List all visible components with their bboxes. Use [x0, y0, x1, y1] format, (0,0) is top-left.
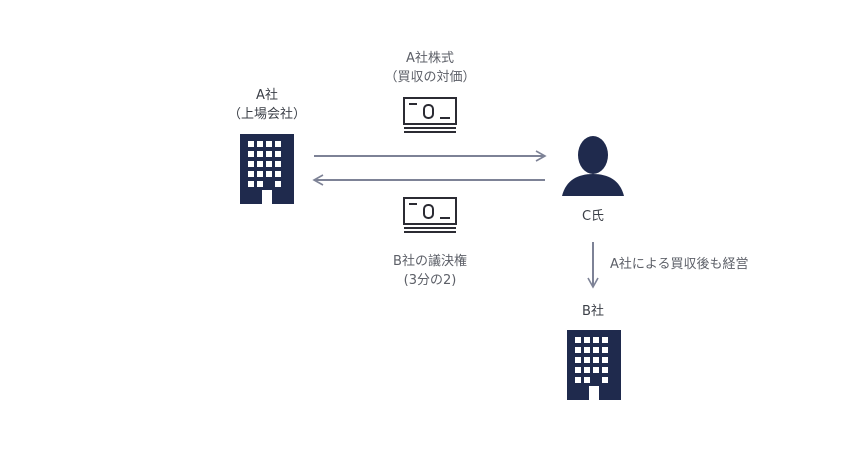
voting-label-line2: (3分の2) [403, 273, 457, 288]
company-a-type: （上場会社） [227, 107, 306, 122]
company-b-name: B社 [582, 304, 604, 319]
shares-label: A社株式 （買収の対価） [360, 49, 500, 87]
company-b-label: B社 [553, 302, 633, 321]
company-b-building-icon [567, 330, 621, 400]
management-label: A社による買収後も経営 [610, 255, 749, 274]
management-label-text: A社による買収後も経営 [610, 257, 749, 272]
shares-label-line1: A社株式 [406, 51, 454, 66]
company-a-label: A社 （上場会社） [200, 86, 334, 124]
person-c-name: C氏 [581, 209, 605, 224]
shares-label-line2: （買収の対価） [384, 70, 476, 85]
banknote-top-icon [403, 97, 457, 133]
person-c-label: C氏 [553, 207, 633, 226]
person-c-icon [562, 136, 624, 196]
voting-label-line1: B社の議決権 [393, 254, 467, 269]
voting-rights-label: B社の議決権 (3分の2) [360, 252, 500, 290]
company-a-name: A社 [256, 88, 278, 103]
company-a-building-icon [240, 134, 294, 204]
banknote-bottom-icon [403, 197, 457, 233]
